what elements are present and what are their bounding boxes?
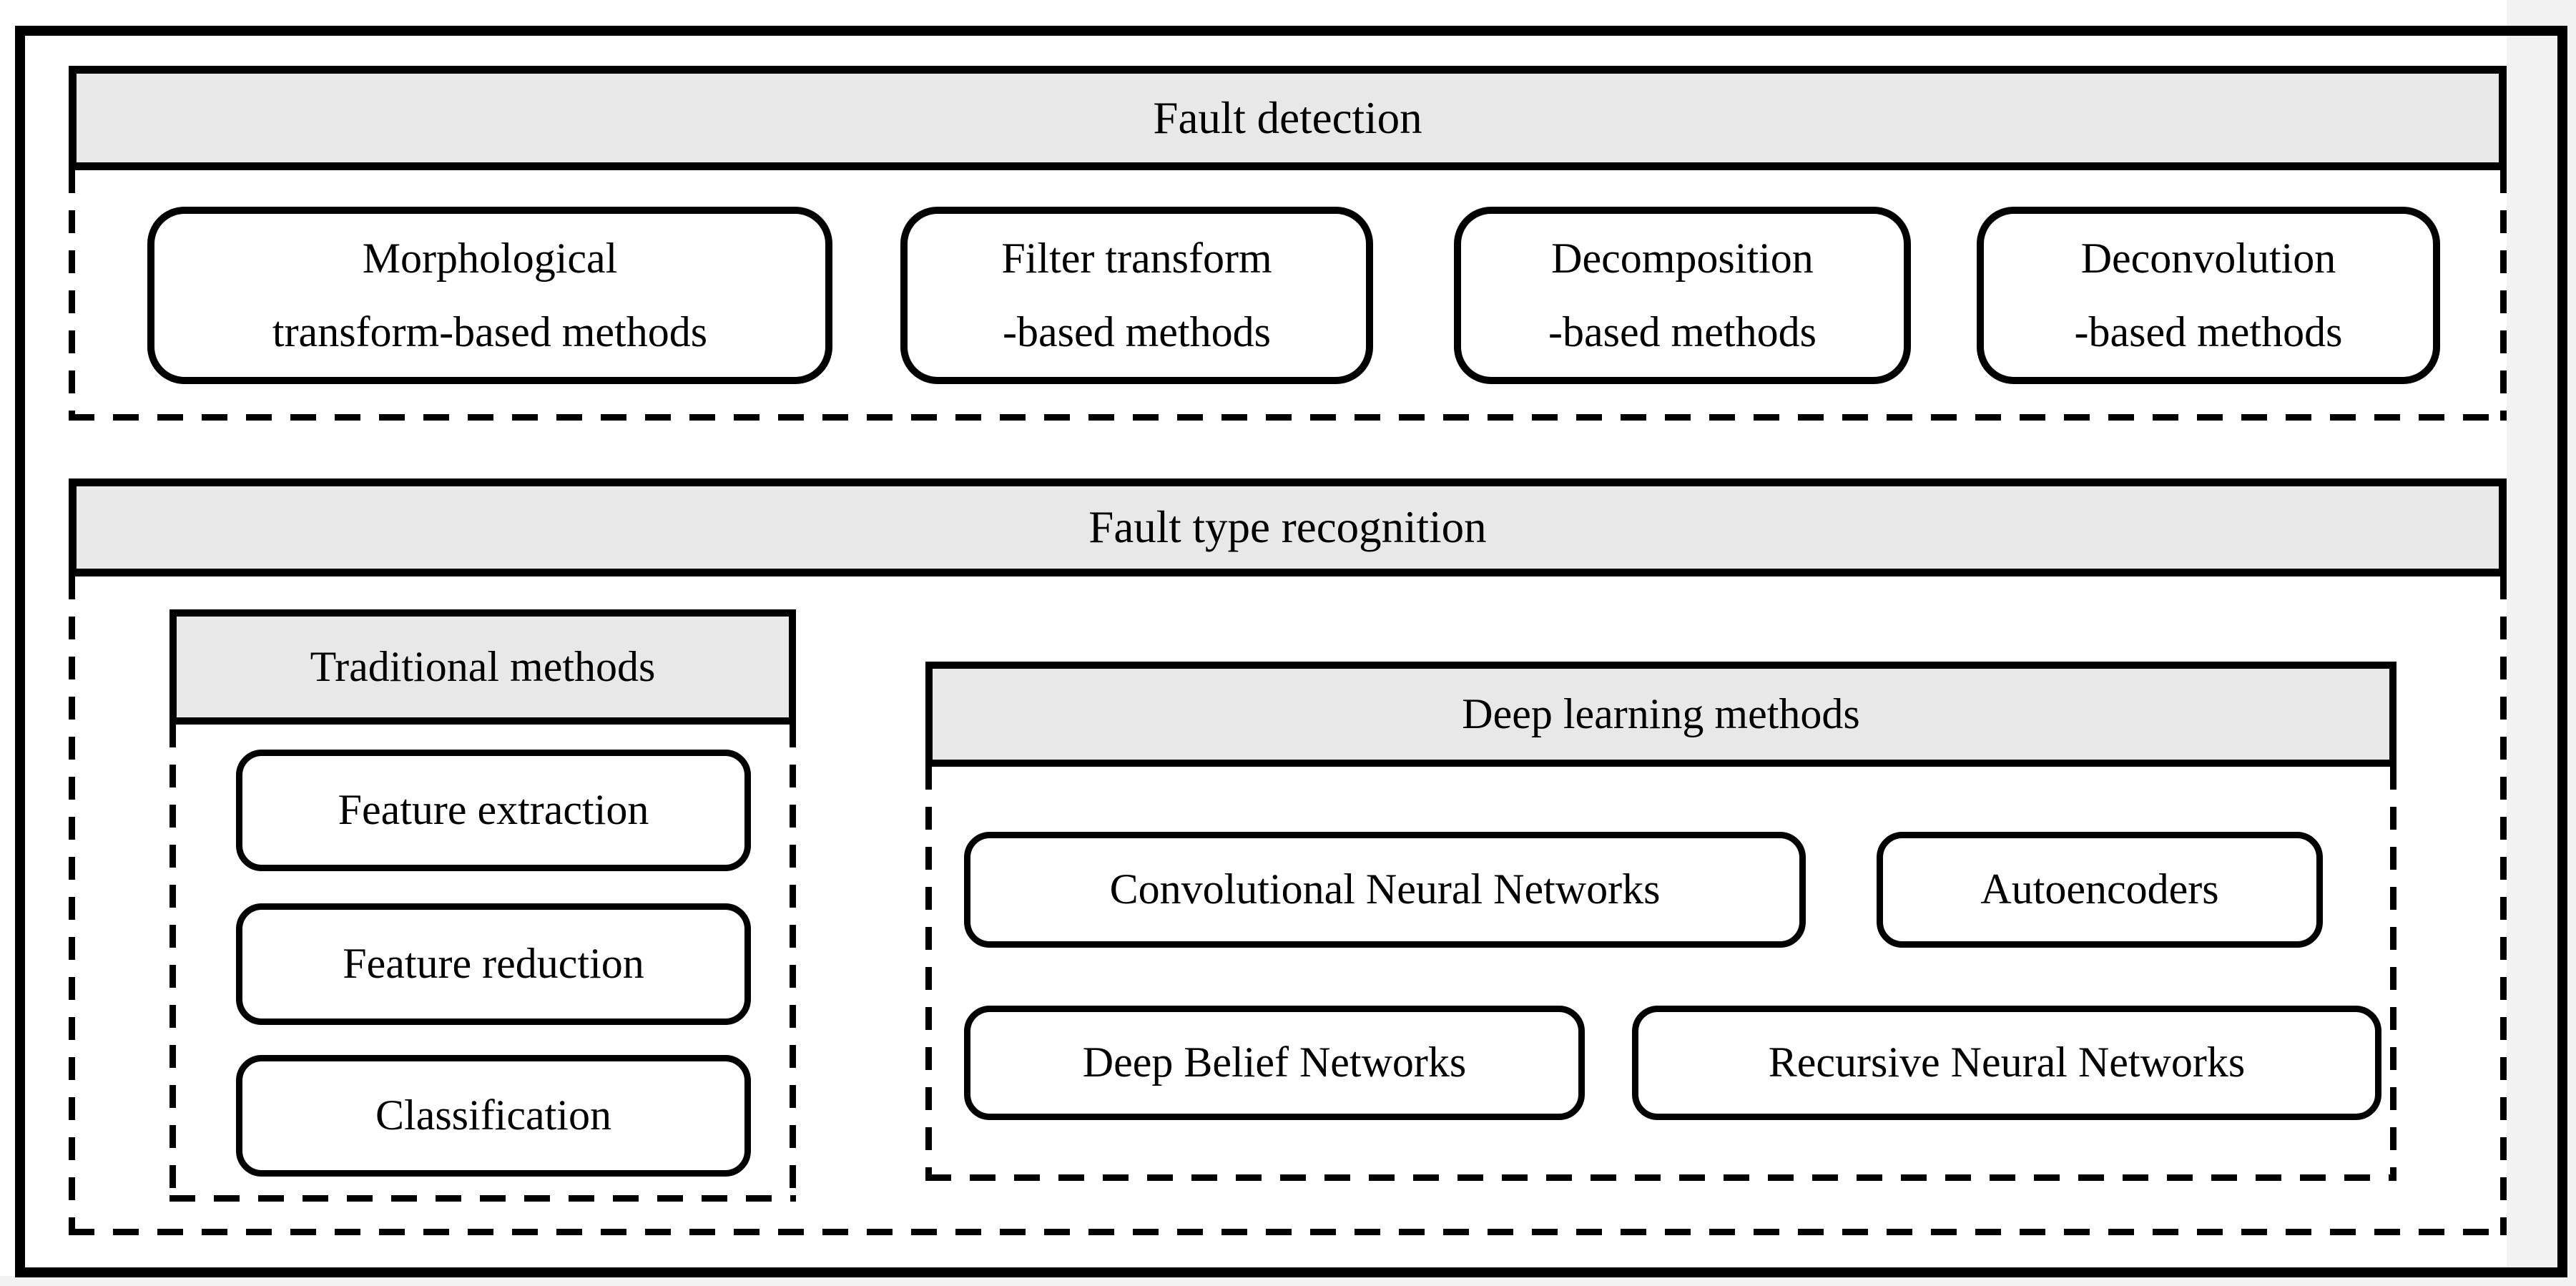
box-morphological-transform-based-methods: Morphological transform-based methods: [147, 207, 832, 384]
page-gutter-bottom: [0, 1276, 2576, 1286]
fault-type-dashed-bottom: [69, 1229, 2507, 1235]
fault-detection-title: Fault detection: [1153, 92, 1422, 143]
box-decomposition-based-methods: Decomposition -based methods: [1454, 207, 1911, 384]
traditional-dashed-right: [790, 725, 796, 1202]
deep-learning-methods-title: Deep learning methods: [1462, 690, 1860, 737]
fault-detection-header: Fault detection: [69, 66, 2507, 170]
fault-type-dashed-right: [2500, 576, 2507, 1235]
fault-detection-dashed-left: [69, 170, 75, 421]
box-autoencoders: Autoencoders: [1877, 832, 2323, 948]
traditional-dashed-bottom: [169, 1195, 796, 1202]
box-label: Decomposition -based methods: [1548, 234, 1817, 355]
deep-learning-dashed-bottom: [925, 1174, 2396, 1181]
traditional-methods-title: Traditional methods: [310, 643, 656, 690]
box-filter-transform-based-methods: Filter transform -based methods: [900, 207, 1373, 384]
fault-type-recognition-header: Fault type recognition: [69, 478, 2507, 576]
box-deep-belief-networks: Deep Belief Networks: [964, 1006, 1585, 1120]
fault-detection-dashed-bottom: [69, 414, 2507, 421]
box-label: Morphological transform-based methods: [272, 234, 708, 355]
box-convolutional-neural-networks: Convolutional Neural Networks: [964, 832, 1806, 948]
box-recursive-neural-networks: Recursive Neural Networks: [1632, 1006, 2381, 1120]
deep-learning-methods-header: Deep learning methods: [925, 662, 2396, 767]
box-classification: Classification: [236, 1055, 751, 1177]
box-label: Filter transform -based methods: [1001, 234, 1272, 355]
box-label: Deconvolution -based methods: [2074, 234, 2343, 355]
box-feature-reduction: Feature reduction: [236, 903, 751, 1025]
traditional-methods-header: Traditional methods: [169, 609, 796, 725]
box-deconvolution-based-methods: Deconvolution -based methods: [1977, 207, 2440, 384]
deep-learning-dashed-right: [2390, 767, 2396, 1181]
fault-type-recognition-title: Fault type recognition: [1088, 502, 1487, 552]
deep-learning-dashed-left: [925, 767, 932, 1181]
fault-detection-dashed-right: [2500, 170, 2507, 421]
fault-type-dashed-left: [69, 576, 75, 1235]
box-feature-extraction: Feature extraction: [236, 750, 751, 871]
diagram-outer-border: [15, 26, 2567, 1277]
traditional-dashed-left: [169, 725, 176, 1202]
